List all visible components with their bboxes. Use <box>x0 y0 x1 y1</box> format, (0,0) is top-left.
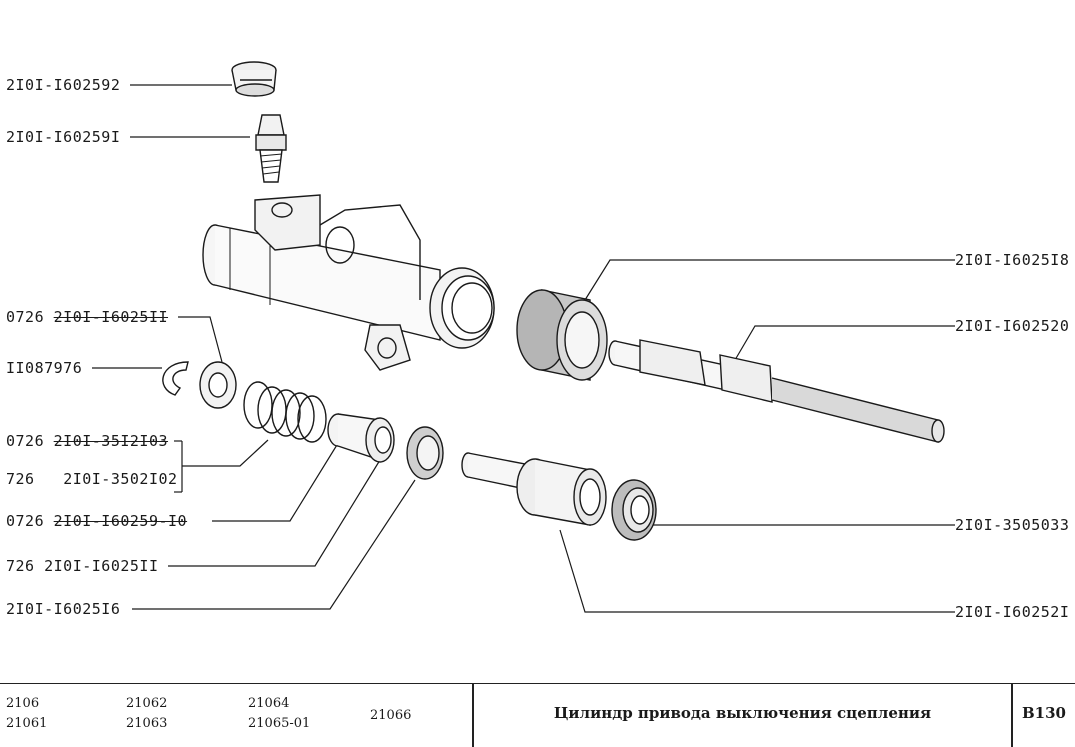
models-col2: 21062 21063 <box>126 694 167 734</box>
label-spring-b-prefix: 726 <box>6 470 35 488</box>
model-21066: 21066 <box>370 708 412 723</box>
model-21064: 21064 <box>248 696 290 711</box>
pushrod-part <box>608 339 945 443</box>
washer-part <box>199 361 237 409</box>
label-seal-a: 726 2I0I-I6025II <box>6 557 159 575</box>
diagram-title: Цилиндр привода выключения сцепления <box>553 704 932 722</box>
label-spring-b-code: 2I0I-3502I02 <box>63 470 178 488</box>
label-spring-b: 726 2I0I-3502I02 <box>6 470 178 488</box>
diagram-code: B130 <box>1022 704 1066 722</box>
rod-part <box>461 452 607 526</box>
model-21061: 21061 <box>6 716 48 731</box>
label-boot: 2I0I-3505033 <box>955 516 1070 534</box>
retaining-ring-part <box>162 361 189 396</box>
label-spring-a: 0726 2I0I-35I2I03 <box>6 432 168 450</box>
label-piston-code: 2I0I-I60259-I0 <box>53 512 188 530</box>
label-washer: 0726 2I0I-I6025II <box>6 308 168 326</box>
title-block: 2106 21061 21062 21063 21064 21065-01 21… <box>0 683 1075 747</box>
label-piston: 0726 2I0I-I60259-I0 <box>6 512 187 530</box>
label-piston-prefix: 0726 <box>6 512 45 530</box>
boot-seal-part <box>611 479 657 541</box>
label-bushing: 2I0I-I6025I8 <box>955 251 1070 269</box>
bushing-part <box>516 289 608 381</box>
label-spring-a-prefix: 0726 <box>6 432 45 450</box>
cylinder-body-part <box>202 194 495 371</box>
bleeder-valve-part <box>255 114 287 183</box>
model-2106: 2106 <box>6 696 40 711</box>
cap-plug-part <box>231 61 277 97</box>
model-21065-01: 21065-01 <box>248 716 311 731</box>
label-seal-b: 2I0I-I6025I6 <box>6 600 121 618</box>
label-rod: 2I0I-I60252I <box>955 603 1070 621</box>
label-spring-a-code: 2I0I-35I2I03 <box>53 432 169 450</box>
piston-part <box>327 413 395 463</box>
footer-divider-left <box>472 684 474 747</box>
seal-ring-part <box>406 426 444 480</box>
label-bleeder: 2I0I-I60259I <box>6 128 121 146</box>
spring-part <box>243 381 327 443</box>
leader-lines <box>92 84 955 613</box>
label-washer-code: 2I0I-I6025II <box>53 308 169 326</box>
exploded-parts-diagram <box>92 61 955 613</box>
footer-divider-right <box>1011 684 1013 747</box>
model-21062: 21062 <box>126 696 168 711</box>
model-21063: 21063 <box>126 716 168 731</box>
models-col1: 2106 21061 <box>6 694 47 734</box>
label-ring: II087976 <box>6 359 83 377</box>
label-pushrod: 2I0I-I602520 <box>955 317 1070 335</box>
label-plug: 2I0I-I602592 <box>6 76 121 94</box>
models-col3: 21064 21065-01 <box>248 694 310 734</box>
label-washer-prefix: 0726 <box>6 308 45 326</box>
